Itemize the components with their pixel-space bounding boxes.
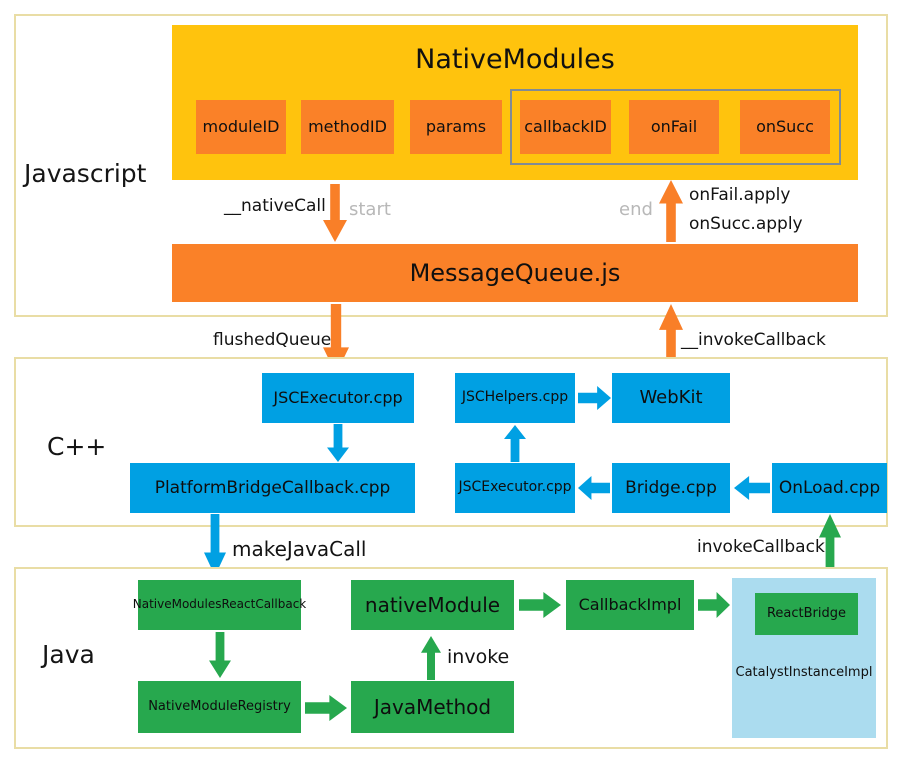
box-jsc-executor-top[interactable]: JSCExecutor.cpp [262, 373, 414, 423]
box-jsc-helpers[interactable]: JSCHelpers.cpp [455, 373, 575, 423]
box-method-id[interactable]: methodID [301, 100, 394, 154]
box-params[interactable]: params [410, 100, 502, 154]
arrow-jsc-to-platform-bridge [327, 424, 349, 462]
layer-label-cpp: C++ [47, 432, 107, 461]
box-on-succ[interactable]: onSucc [740, 100, 830, 154]
label-invoke: invoke [447, 646, 510, 668]
box-message-queue[interactable]: MessageQueue.js [172, 244, 858, 302]
box-module-id[interactable]: moduleID [196, 100, 286, 154]
arrow-java-method-to-native-module [421, 636, 441, 680]
layer-label-java: Java [42, 640, 95, 669]
box-callback-id[interactable]: callbackID [520, 100, 611, 154]
arrow-on-load-to-bridge [734, 476, 770, 500]
native-modules-title: NativeModules [415, 44, 615, 75]
label-start: start [349, 199, 391, 220]
label-make-java-call: makeJavaCall [232, 537, 367, 561]
label-native-call: __nativeCall [224, 196, 326, 216]
arrow-callback-apply-up [659, 180, 683, 242]
label-invoke-callback-js: __invokeCallback [681, 330, 826, 350]
label-on-fail-apply: onFail.apply [689, 185, 791, 205]
label-end: end [619, 199, 653, 220]
label-invoke-callback-java: invokeCallback [697, 537, 825, 557]
box-native-module-registry[interactable]: NativeModuleRegistry [138, 681, 301, 733]
box-java-method[interactable]: JavaMethod [351, 681, 514, 733]
layer-label-javascript: Javascript [24, 159, 147, 188]
label-on-succ-apply: onSucc.apply [689, 214, 803, 234]
arrow-native-call-down [323, 184, 347, 242]
box-webkit[interactable]: WebKit [612, 373, 730, 423]
arrow-registry-to-java-method [305, 695, 347, 721]
box-native-modules-react-callback[interactable]: NativeModulesReactCallback [133, 580, 306, 630]
box-native-module[interactable]: nativeModule [351, 580, 514, 630]
arrow-invoke-callback-java-up [819, 514, 841, 576]
arrow-bridge-to-jsc-executor [578, 476, 610, 500]
box-on-fail[interactable]: onFail [629, 100, 719, 154]
arrow-native-module-to-callback-impl [519, 592, 561, 618]
arrow-react-callback-to-registry [209, 632, 231, 678]
label-flushed-queue: flushedQueue [213, 330, 332, 350]
box-callback-impl[interactable]: CallbackImpl [566, 580, 694, 630]
box-bridge[interactable]: Bridge.cpp [612, 463, 730, 513]
box-react-bridge[interactable]: ReactBridge [755, 593, 858, 635]
catalyst-instance-impl-label: CatalystInstanceImpl [735, 665, 873, 680]
box-platform-bridge-callback[interactable]: PlatformBridgeCallback.cpp [130, 463, 415, 513]
callback-group-outline [510, 89, 841, 165]
arrow-jsc-executor-to-jsc-helpers [504, 425, 526, 462]
arrow-make-java-call-down [204, 514, 226, 576]
arrow-callback-impl-to-react-bridge [698, 592, 730, 618]
arrow-jsc-helpers-to-webkit [578, 386, 611, 410]
box-on-load[interactable]: OnLoad.cpp [772, 463, 887, 513]
box-jsc-executor-bottom[interactable]: JSCExecutor.cpp [455, 463, 575, 513]
